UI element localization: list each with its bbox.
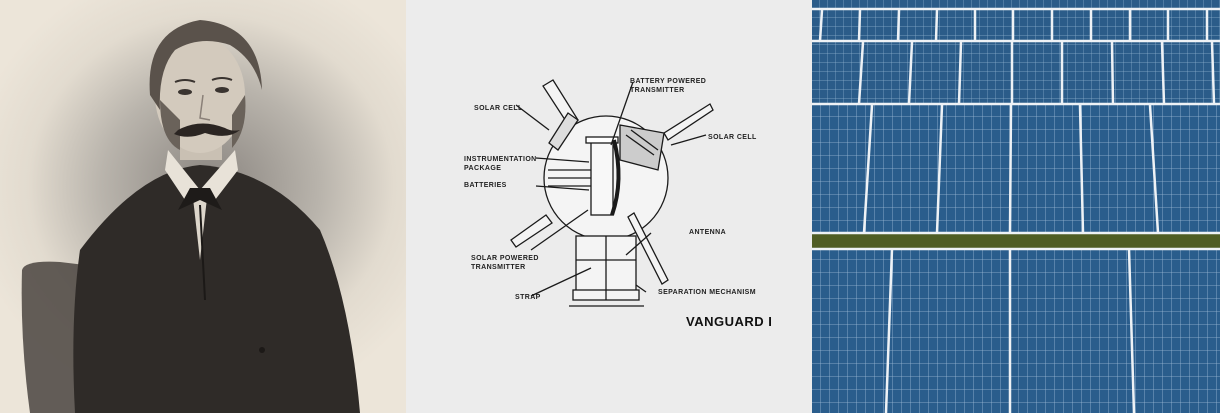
- label-battery-powered-transmitter: BATTERY POWERED TRANSMITTER: [630, 78, 707, 94]
- label-solar-cell-right: SOLAR CELL: [708, 134, 757, 141]
- vanguard-diagram: SOLAR CELL BATTERY POWERED TRANSMITTER S…: [406, 0, 812, 413]
- portrait-engraving: [0, 0, 406, 413]
- solar-farm-photo: [812, 0, 1220, 413]
- portrait-figure: [21, 20, 360, 413]
- satellite-drawing: [510, 79, 714, 307]
- label-batteries: BATTERIES: [464, 182, 507, 189]
- diagram-title: VANGUARD I: [686, 314, 773, 329]
- label-antenna: ANTENNA: [689, 229, 727, 236]
- label-solar-powered-transmitter: SOLAR POWERED TRANSMITTER: [471, 255, 539, 271]
- label-strap: STRAP: [515, 294, 541, 301]
- label-solar-cell-left: SOLAR CELL: [474, 105, 523, 112]
- label-instrumentation-package: INSTRUMENTATION PACKAGE: [464, 156, 537, 172]
- label-separation-mechanism: SEPARATION MECHANISM: [658, 289, 756, 296]
- solar-panels: [812, 0, 1220, 413]
